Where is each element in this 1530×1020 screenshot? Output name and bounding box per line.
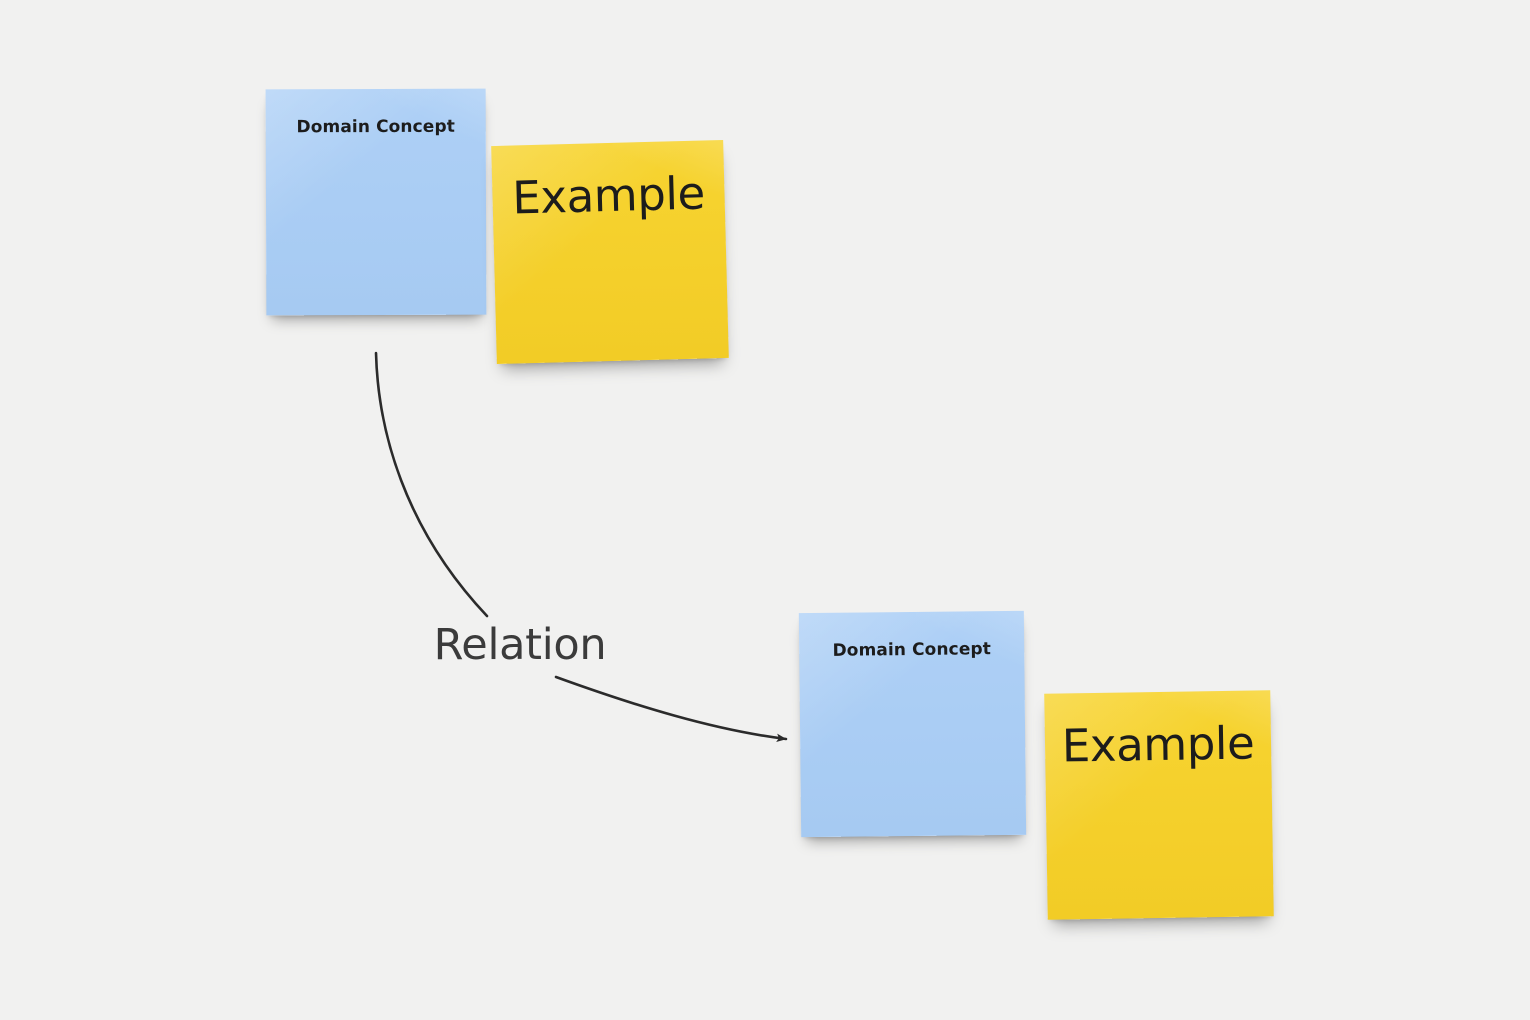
sticky-note-example-1[interactable]: Example — [491, 140, 729, 364]
sticky-note-domain-concept-1[interactable]: Domain Concept — [265, 88, 487, 316]
sticky-note-example-2[interactable]: Example — [1044, 690, 1274, 920]
sticky-note-label: Domain Concept — [832, 639, 992, 661]
sticky-note-domain-concept-2[interactable]: Domain Concept — [798, 610, 1027, 838]
relation-curve-upper — [374, 351, 489, 618]
sticky-note-label: Example — [511, 166, 706, 225]
relation-curve-lower — [554, 675, 788, 742]
relation-label[interactable]: Relation — [433, 620, 607, 670]
sticky-note-label: Domain Concept — [296, 116, 455, 138]
sticky-note-label: Example — [1061, 716, 1255, 773]
